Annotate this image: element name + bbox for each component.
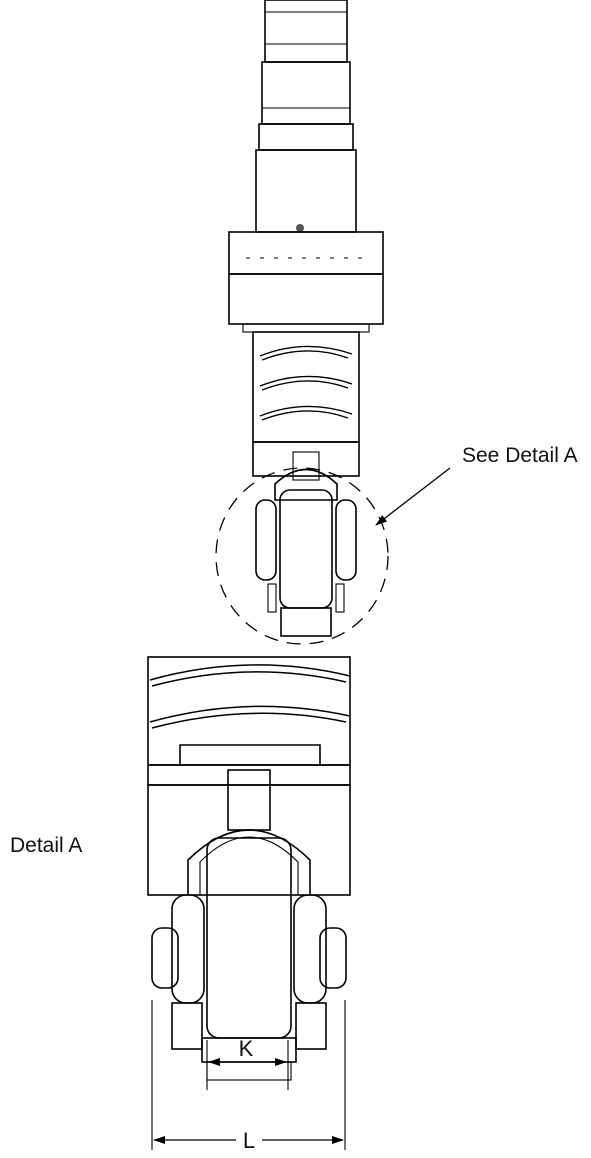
yoke-housing (252, 441, 360, 477)
upper-neck (261, 61, 351, 125)
see-detail-label: See Detail A (462, 444, 578, 467)
left-hub (151, 894, 205, 1004)
detail-title: Detail A (10, 834, 82, 857)
top-cap (264, 0, 348, 63)
dimension-k-label: K (239, 1036, 254, 1061)
right-hub (293, 894, 347, 1004)
dimension-l: L (151, 1000, 346, 1154)
detail-roller (206, 837, 292, 1039)
upper-assembly (228, 0, 384, 637)
dimension-k: K (206, 1036, 289, 1090)
mount-block (228, 273, 384, 325)
callout-arrow (375, 467, 451, 526)
roller (279, 489, 333, 609)
spring-coil (259, 345, 353, 421)
main-shaft (255, 149, 357, 233)
flange (228, 231, 384, 275)
dimension-l-label: L (243, 1128, 255, 1153)
detail-view (147, 656, 351, 1081)
detail-circle (215, 467, 389, 645)
